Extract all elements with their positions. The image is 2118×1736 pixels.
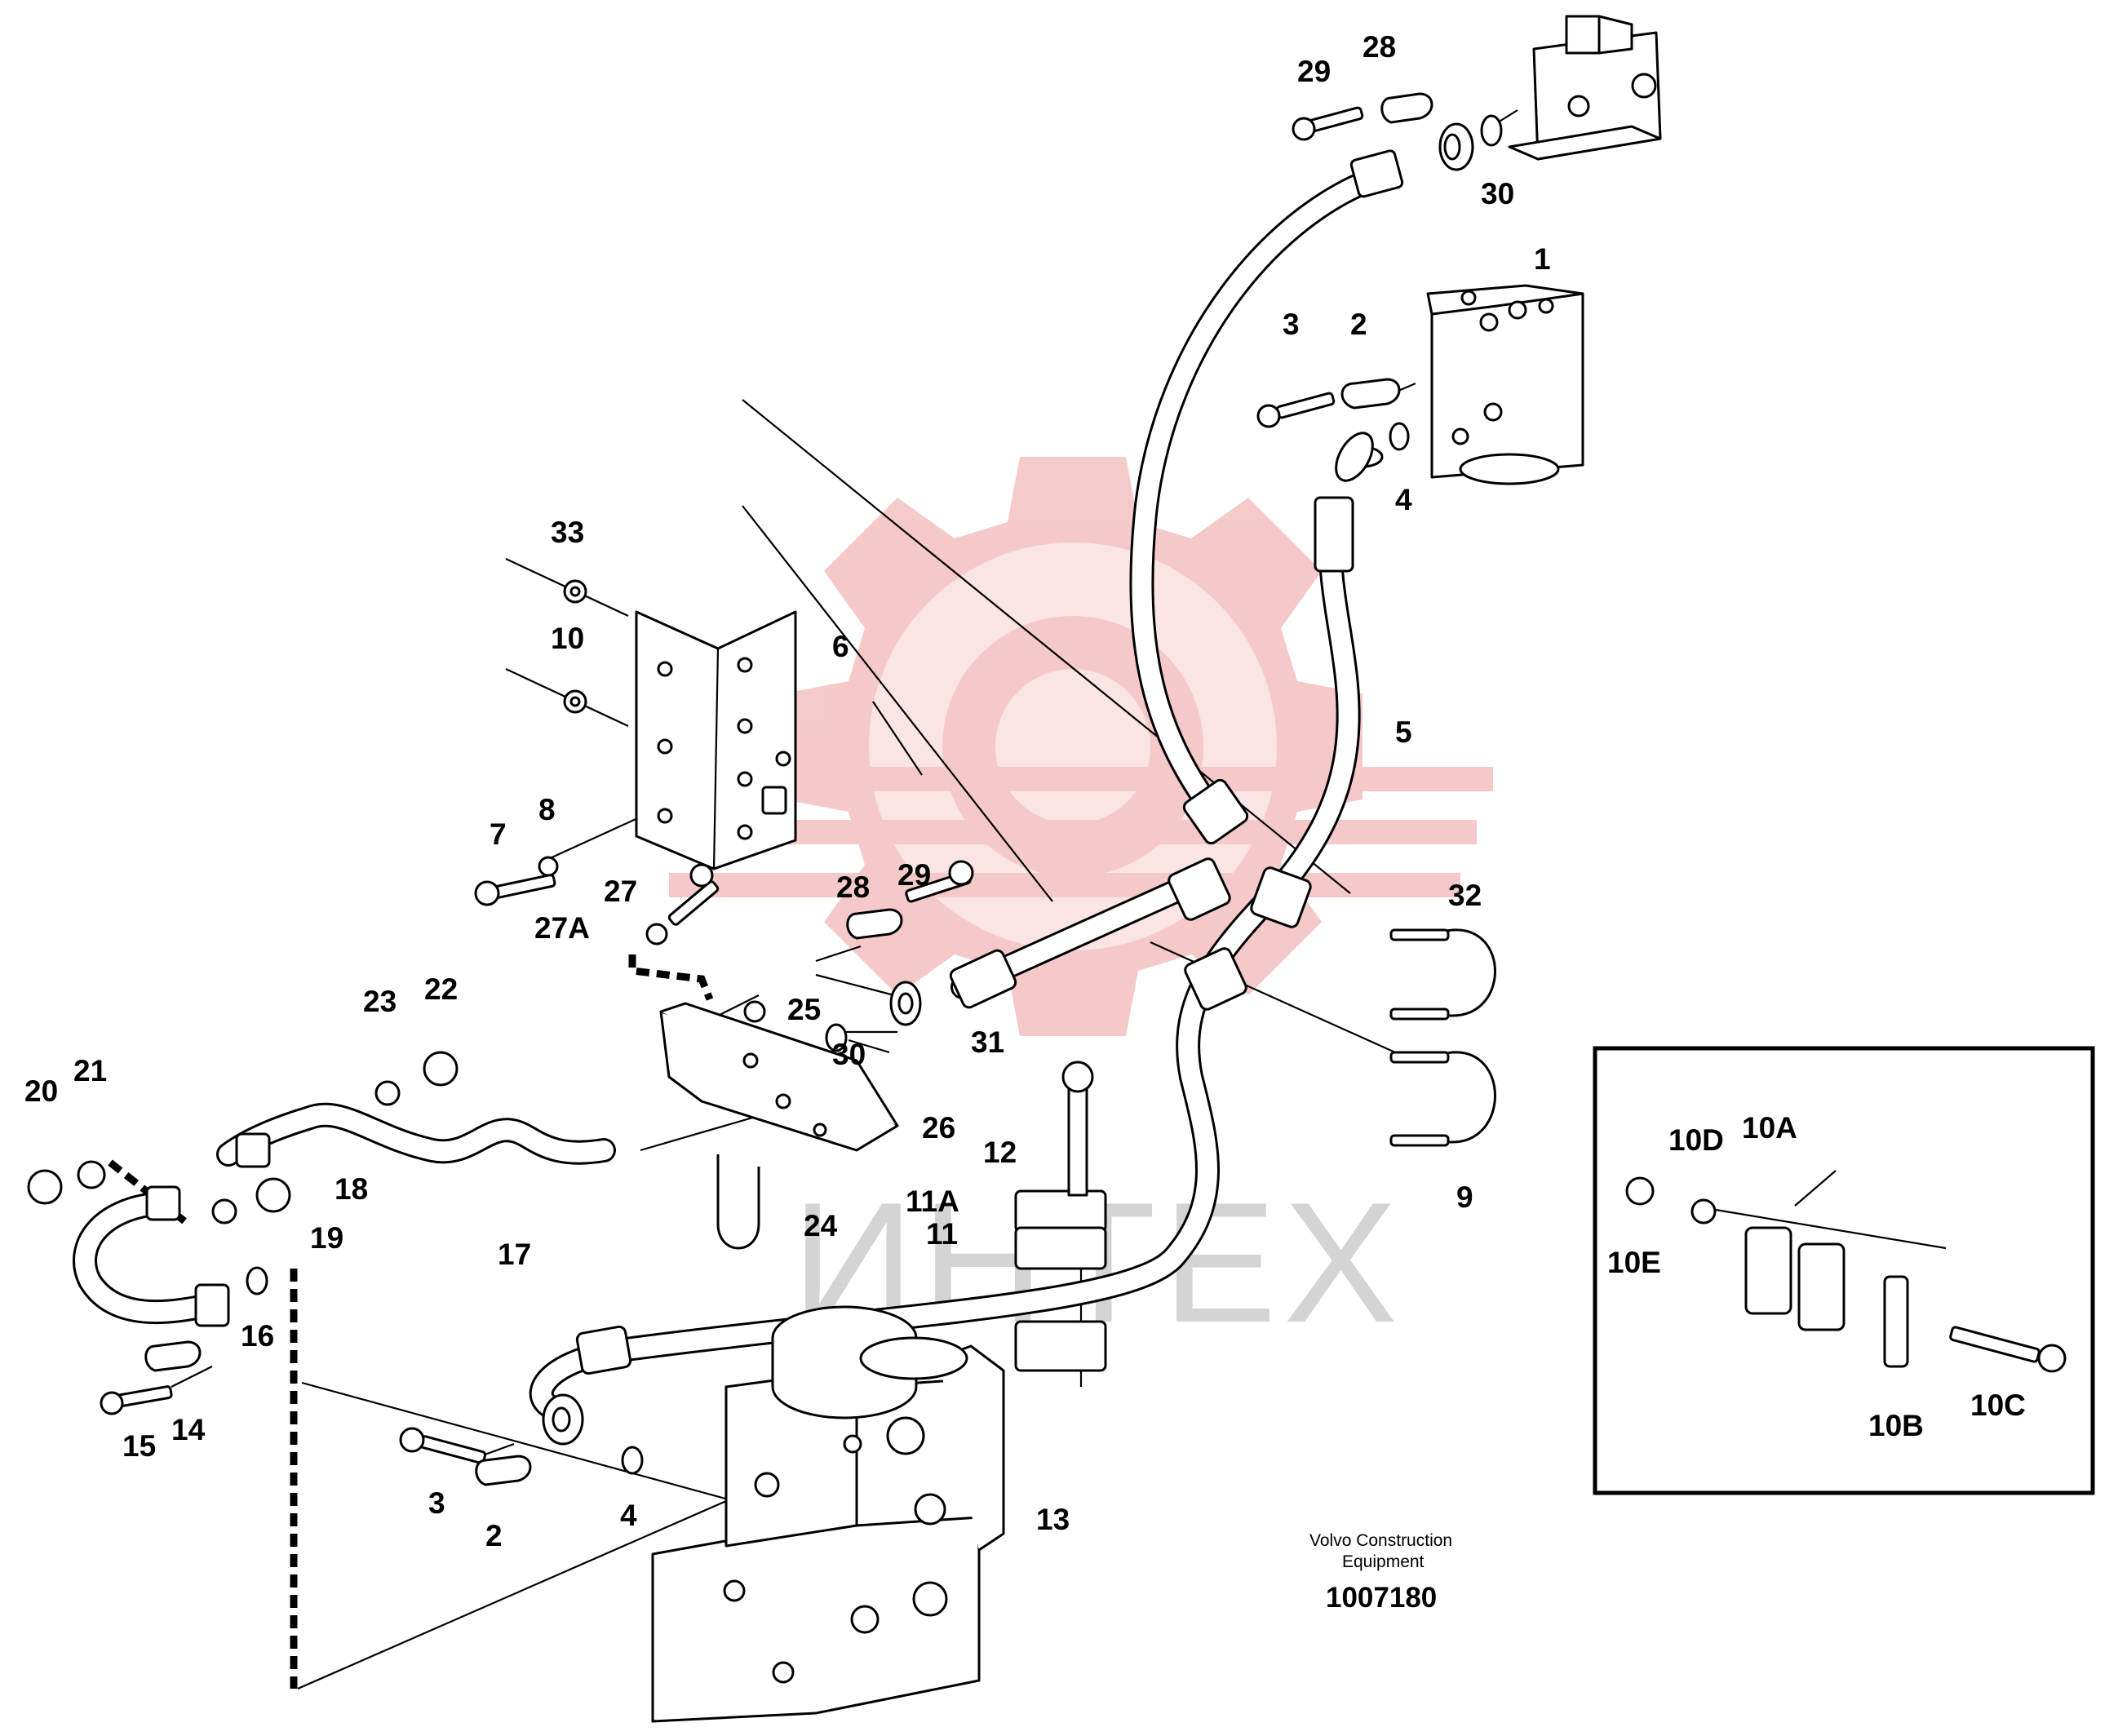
callout-12: 12 xyxy=(983,1136,1017,1169)
callout-11: 11 xyxy=(926,1217,958,1251)
callout-labels: 1 2 3 4 5 6 7 8 9 10 10A 10B 10C 10D 10E… xyxy=(24,30,2026,1552)
callout-10D: 10D xyxy=(1668,1123,1724,1157)
callout-10B: 10B xyxy=(1868,1409,1924,1442)
inset-detail-box xyxy=(1593,1046,2095,1495)
control-valve-13 xyxy=(651,1305,1005,1723)
callout-5: 5 xyxy=(1395,715,1412,749)
callout-28-mid: 28 xyxy=(836,870,870,904)
callout-13: 13 xyxy=(1036,1503,1070,1536)
callout-27A: 27A xyxy=(534,911,590,945)
top-mounting-block xyxy=(1508,15,1662,161)
callout-16: 16 xyxy=(241,1319,274,1353)
callout-10A: 10A xyxy=(1742,1111,1797,1145)
callout-3-lower: 3 xyxy=(428,1486,445,1520)
u-bolts xyxy=(716,928,1496,1250)
callout-27: 27 xyxy=(604,875,637,908)
callout-24: 24 xyxy=(804,1209,838,1242)
callout-22: 22 xyxy=(424,972,458,1006)
callout-2-upper: 2 xyxy=(1350,308,1367,341)
callout-6: 6 xyxy=(832,630,849,663)
hose-fittings xyxy=(145,122,1474,1446)
callout-29-top: 29 xyxy=(1297,55,1331,88)
bracket-26 xyxy=(659,1002,899,1152)
drawing-number: 1007180 xyxy=(1326,1582,1437,1614)
callout-26: 26 xyxy=(922,1111,955,1145)
callout-28-top: 28 xyxy=(1363,30,1396,64)
callout-21: 21 xyxy=(73,1054,107,1087)
callout-30-top: 30 xyxy=(1481,177,1514,210)
company-name-line1: Volvo Construction xyxy=(1309,1531,1452,1550)
callout-20: 20 xyxy=(24,1074,58,1108)
callout-10C: 10C xyxy=(1970,1388,2026,1422)
callout-10: 10 xyxy=(551,622,584,655)
bracket-6 xyxy=(635,610,797,870)
callout-15: 15 xyxy=(122,1429,156,1463)
callout-11A: 11A xyxy=(906,1185,959,1218)
callout-29-mid: 29 xyxy=(897,858,931,892)
valve-block-1 xyxy=(1426,284,1584,485)
callout-8: 8 xyxy=(538,793,556,826)
callout-14: 14 xyxy=(171,1413,206,1446)
callout-2-lower: 2 xyxy=(485,1519,503,1552)
callout-4-upper: 4 xyxy=(1395,483,1412,516)
callout-10E: 10E xyxy=(1607,1246,1661,1279)
footer: Volvo Construction Equipment 1007180 xyxy=(1309,1531,1452,1614)
clamp-11 xyxy=(1014,1061,1107,1372)
callout-1: 1 xyxy=(1534,242,1551,276)
callout-4-lower: 4 xyxy=(620,1499,637,1532)
callout-31: 31 xyxy=(971,1025,1004,1059)
callout-25: 25 xyxy=(787,993,821,1026)
callout-7: 7 xyxy=(490,817,507,851)
callout-19: 19 xyxy=(310,1221,343,1255)
callout-23: 23 xyxy=(363,985,397,1018)
callout-32: 32 xyxy=(1448,879,1482,912)
callout-17: 17 xyxy=(498,1238,531,1271)
company-name-line2: Equipment xyxy=(1342,1552,1425,1571)
hoses xyxy=(73,163,1395,1424)
callout-3-upper: 3 xyxy=(1283,308,1300,341)
callout-33: 33 xyxy=(551,516,584,549)
small-parts xyxy=(27,92,1503,1486)
callout-30-mid: 30 xyxy=(832,1038,866,1071)
callout-18: 18 xyxy=(335,1172,368,1206)
callout-9: 9 xyxy=(1456,1180,1473,1214)
